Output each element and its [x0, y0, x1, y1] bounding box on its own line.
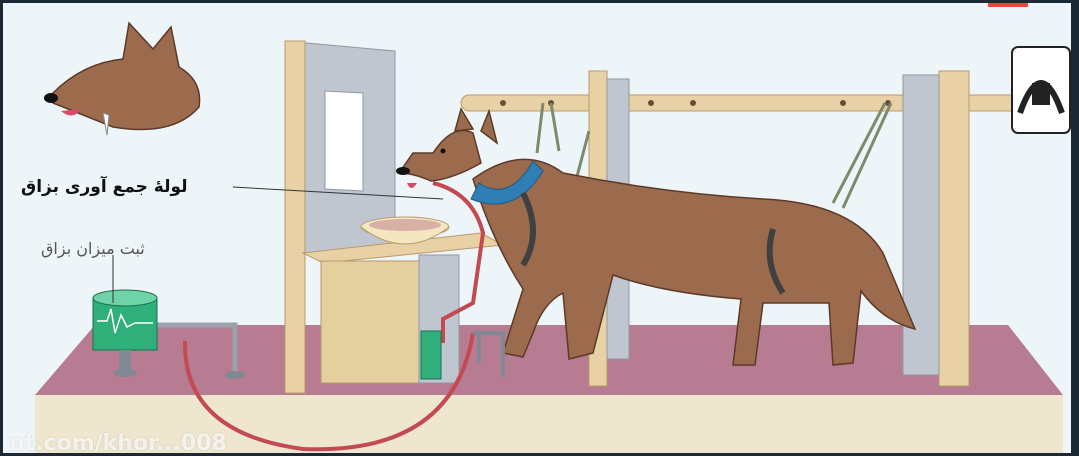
dog-nose [396, 167, 410, 175]
saliva-recorder-label: ثبت میزان بزاق [41, 239, 145, 258]
rear-post [939, 71, 969, 386]
collection-bottle [421, 331, 441, 379]
pavlov-experiment-illustration [3, 3, 1079, 456]
front-frame-post [285, 41, 305, 393]
dog-tongue [407, 183, 417, 188]
table-cabinet [321, 261, 419, 383]
dog-eye [441, 149, 446, 154]
frame-window [325, 91, 363, 191]
source-watermark: nt.com/khor...008 [9, 431, 227, 456]
saliva-tube-label: لولهٔ جمع آوری بزاق [21, 177, 188, 197]
publisher-logo [1006, 43, 1076, 137]
